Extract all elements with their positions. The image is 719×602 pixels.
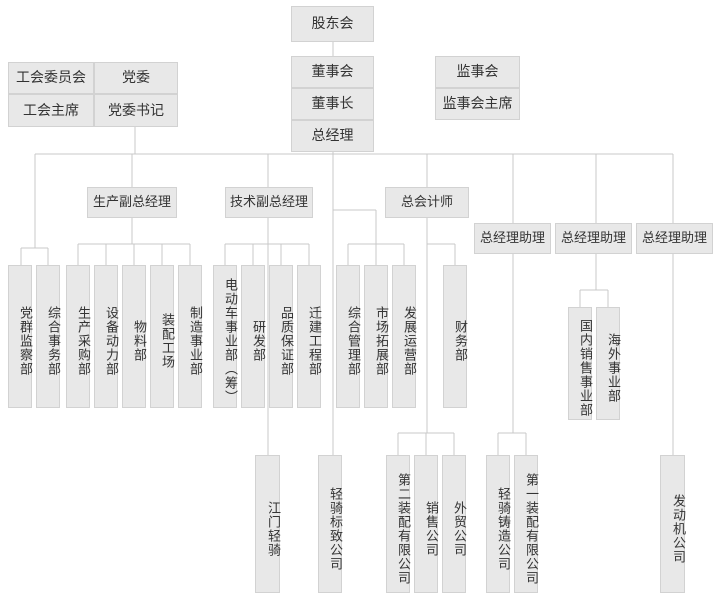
node-procurement: 生产采购部 [66,265,90,408]
node-vgm-technical: 技术副总经理 [225,187,313,218]
node-party-secretary: 党委书记 [94,94,178,127]
node-general-mgmt: 综合管理部 [336,265,360,408]
node-peugeot: 轻骑标致公司 [318,455,342,593]
node-shareholders: 股东会 [291,6,374,42]
node-chief-accountant: 总会计师 [385,187,469,218]
node-manufacturing: 制造事业部 [178,265,202,408]
node-finance: 财务部 [443,265,467,408]
node-jiangmen: 江门轻骑 [255,455,280,593]
node-party-committee: 党委 [94,62,178,94]
node-sales-co: 销售公司 [414,455,438,593]
node-ev-division: 电动车事业部（筹） [213,265,237,408]
node-asst-gm-1: 总经理助理 [474,223,551,254]
node-relocation: 迁建工程部 [297,265,321,408]
node-union-committee: 工会委员会 [8,62,94,94]
node-quality: 品质保证部 [269,265,293,408]
node-supervisory-board: 监事会 [435,56,520,88]
node-supervisory-chair: 监事会主席 [435,88,520,120]
node-assembly-plant: 装配工场 [150,265,174,408]
node-union-chair: 工会主席 [8,94,94,127]
node-party-supervision: 党群监察部 [8,265,32,408]
node-overseas: 海外事业部 [596,307,620,420]
node-asst-gm-2: 总经理助理 [555,223,632,254]
node-chairman: 董事长 [291,88,374,120]
node-dev-ops: 发展运营部 [392,265,416,408]
node-materials: 物料部 [122,265,146,408]
node-market-dev: 市场拓展部 [364,265,388,408]
node-asst-gm-3: 总经理助理 [636,223,713,254]
node-vgm-production: 生产副总经理 [87,187,177,218]
node-board: 董事会 [291,56,374,88]
node-general-affairs: 综合事务部 [36,265,60,408]
node-general-manager: 总经理 [291,120,374,152]
node-casting-co: 轻骑铸造公司 [486,455,510,593]
node-assembly-co-1: 第一装配有限公司 [514,455,538,593]
node-domestic-sales: 国内销售事业部 [568,307,592,420]
node-engine-co: 发动机公司 [660,455,685,593]
node-rnd: 研发部 [241,265,265,408]
node-trade-co: 外贸公司 [442,455,466,593]
node-assembly-co-2: 第二装配有限公司 [386,455,410,593]
node-equipment-power: 设备动力部 [94,265,118,408]
